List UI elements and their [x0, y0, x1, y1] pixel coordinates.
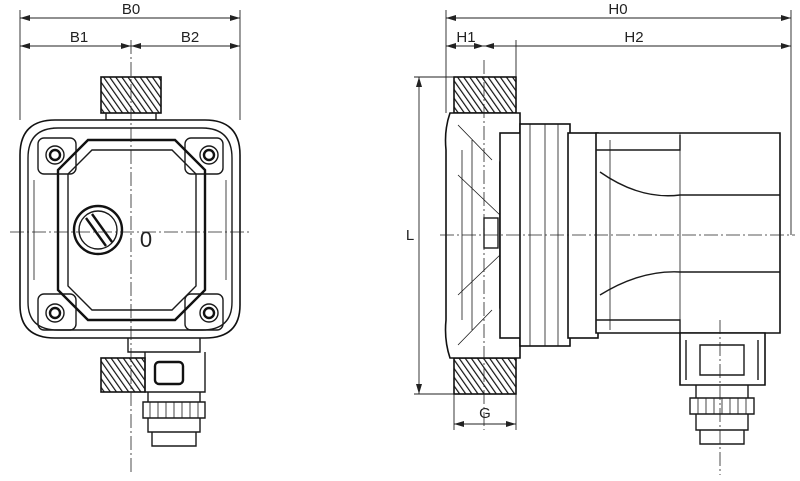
front-view: 0 [10, 40, 250, 475]
corner-screw-bottom-left [37, 293, 77, 331]
speed-dial-knob [72, 204, 124, 256]
side-view [440, 60, 795, 475]
dial-symbol-label: 0 [140, 227, 152, 252]
terminal-box-side [679, 332, 766, 386]
dim-label-h0: H0 [608, 1, 627, 18]
dim-label-b1: B1 [70, 29, 88, 46]
dim-label-l: L [406, 227, 414, 244]
dim-label-h2: H2 [624, 29, 643, 46]
motor-housing-divisions [609, 133, 681, 333]
cable-gland-front [147, 418, 201, 447]
cable-gland-side [695, 414, 749, 445]
motor-face-inner [67, 149, 197, 311]
outlet-thread-bottom [453, 357, 517, 395]
dim-label-b0: B0 [122, 1, 140, 18]
pump-housing-outline [19, 119, 241, 339]
bottom-thread-front [100, 357, 146, 393]
inlet-thread-top [453, 76, 517, 114]
casting-detail-lines [457, 124, 493, 346]
gland-ribs-side [697, 398, 747, 414]
motor-housing [595, 132, 781, 334]
motor-collar [567, 132, 599, 339]
dim-label-h1: H1 [456, 29, 475, 46]
side-dimensions [414, 10, 792, 430]
dim-label-g: G [479, 405, 491, 422]
connector-plug-front [153, 360, 185, 386]
terminal-box [127, 338, 201, 353]
terminal-box-details [685, 340, 759, 380]
front-dimensions [19, 10, 241, 120]
corner-screw-bottom-right [184, 293, 224, 331]
dim-label-b2: B2 [181, 29, 199, 46]
housing-side-lines [33, 180, 227, 280]
motor-housing-contour [599, 171, 780, 296]
gland-ribs-front [149, 402, 199, 418]
casting-rib-lines [457, 174, 501, 296]
connector-body-front [144, 352, 206, 393]
motor-face-outer [56, 138, 207, 322]
